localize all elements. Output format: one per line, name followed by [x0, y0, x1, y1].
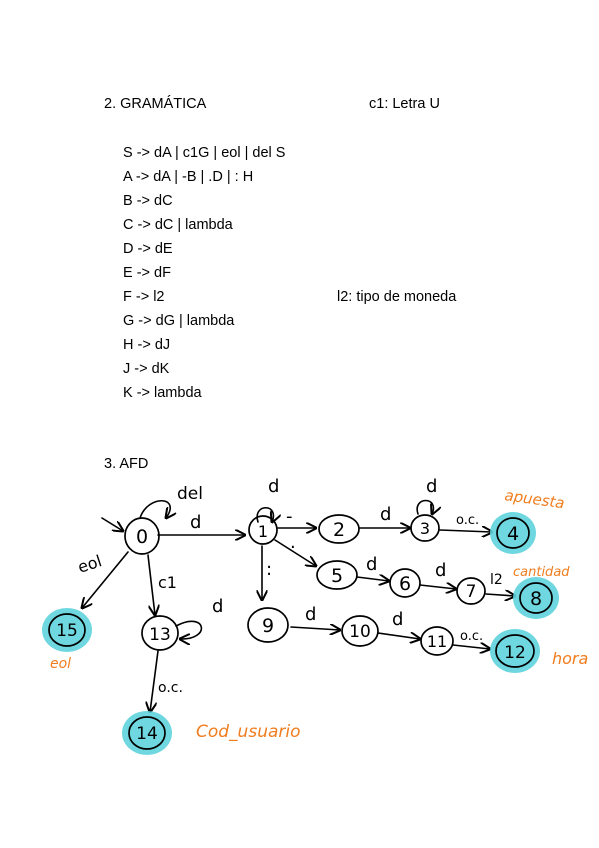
label-oc-13-14: o.c. — [158, 680, 183, 696]
state-circle-6 — [389, 568, 421, 598]
grammar-rule: D -> dE — [123, 241, 173, 257]
edge-7-8 — [485, 594, 515, 596]
state-label-12: 12 — [504, 643, 526, 663]
state-label-8: 8 — [530, 588, 542, 610]
grammar-rule: E -> dF — [123, 265, 171, 281]
state-circle-5 — [316, 560, 358, 590]
edge-0-13 — [147, 554, 155, 615]
label-colon: : — [266, 559, 272, 580]
afd-heading: 3. AFD — [104, 456, 149, 472]
start-arrow — [101, 517, 123, 531]
grammar-rule: C -> dC | lambda — [123, 217, 233, 233]
grammar-rule: J -> dK — [123, 361, 170, 377]
label-d-2-3: d — [380, 504, 391, 525]
edge-0-15 — [82, 551, 129, 608]
grammar-rule: G -> dG | lambda — [123, 313, 235, 329]
edge-6-7 — [419, 585, 456, 589]
state-label-14: 14 — [136, 724, 158, 744]
loop-13 — [175, 620, 203, 639]
grammar-rule: K -> lambda — [123, 385, 202, 401]
state-label-7: 7 — [466, 582, 477, 602]
edge-9-10 — [290, 627, 340, 630]
annotation-hora: hora — [552, 649, 588, 668]
state-circle-9 — [247, 607, 289, 643]
loop-0 — [139, 499, 170, 518]
annotation-eol: eol — [50, 656, 71, 672]
state-circle-3 — [410, 514, 440, 542]
label-d-5-6: d — [366, 554, 377, 575]
state-label-4: 4 — [507, 523, 519, 545]
label-dot: . — [290, 532, 296, 553]
state-circle-12 — [495, 634, 535, 668]
state-circle-4 — [496, 517, 530, 549]
grammar-rule: S -> dA | c1G | eol | del S — [123, 145, 286, 161]
state-circle-10 — [341, 615, 379, 647]
loop-1 — [256, 507, 273, 522]
state-label-9: 9 — [262, 615, 274, 637]
edge-1-5 — [274, 539, 316, 566]
label-d-10-11: d — [392, 609, 403, 630]
label-d-9-10: d — [305, 604, 316, 625]
grammar-rule: F -> l2 — [123, 289, 165, 305]
state-circle-13 — [141, 615, 179, 651]
edge-10-11 — [377, 633, 420, 639]
label-d-loop-3: d — [426, 476, 437, 497]
state-label-10: 10 — [349, 622, 371, 642]
state-label-2: 2 — [333, 519, 345, 541]
l2-note: l2: tipo de moneda — [337, 289, 457, 305]
c1-note: c1: Letra U — [369, 96, 440, 112]
annotation-cod-usuario: Cod_usuario — [196, 722, 301, 742]
annotation-cantidad: cantidad — [513, 565, 570, 580]
label-d-loop-13: d — [212, 596, 223, 617]
state-circle-11 — [420, 626, 454, 656]
label-d-0-1: d — [190, 512, 201, 533]
edge-13-14 — [150, 650, 159, 712]
label-eol: eol — [75, 551, 104, 577]
label-oc-3-4: o.c. — [456, 513, 479, 528]
state-circle-2 — [318, 514, 360, 544]
state-circle-7 — [456, 577, 486, 605]
state-label-3: 3 — [420, 519, 430, 538]
grammar-heading: 2. GRAMÁTICA — [104, 96, 207, 112]
state-label-0: 0 — [136, 526, 148, 548]
grammar-rule: H -> dJ — [123, 337, 171, 353]
loop-3 — [416, 499, 433, 515]
label-l2: l2 — [490, 572, 503, 588]
edge-11-12 — [452, 645, 490, 649]
state-circle-8 — [519, 582, 553, 614]
state-label-6: 6 — [399, 573, 411, 595]
label-oc-11-12: o.c. — [460, 629, 483, 644]
state-label-5: 5 — [331, 565, 343, 587]
state-circle-14 — [128, 716, 166, 750]
label-d-loop-1: d — [268, 476, 279, 497]
edge-3-4 — [439, 530, 492, 532]
grammar-rule: A -> dA | -B | .D | : H — [123, 169, 254, 185]
label-dash: - — [286, 506, 293, 527]
state-circle-15 — [48, 613, 86, 647]
label-d-6-7: d — [435, 560, 446, 581]
state-circle-1 — [248, 515, 278, 545]
label-c1: c1 — [158, 573, 177, 592]
state-circle-0 — [124, 517, 160, 555]
state-label-13: 13 — [149, 625, 171, 645]
state-label-1: 1 — [258, 522, 268, 541]
edge-5-6 — [356, 577, 389, 581]
annotation-apuesta: apuesta — [503, 486, 565, 512]
state-label-11: 11 — [427, 632, 447, 651]
grammar-rule: B -> dC — [123, 193, 173, 209]
label-del: del — [177, 484, 203, 504]
state-label-15: 15 — [56, 621, 78, 641]
